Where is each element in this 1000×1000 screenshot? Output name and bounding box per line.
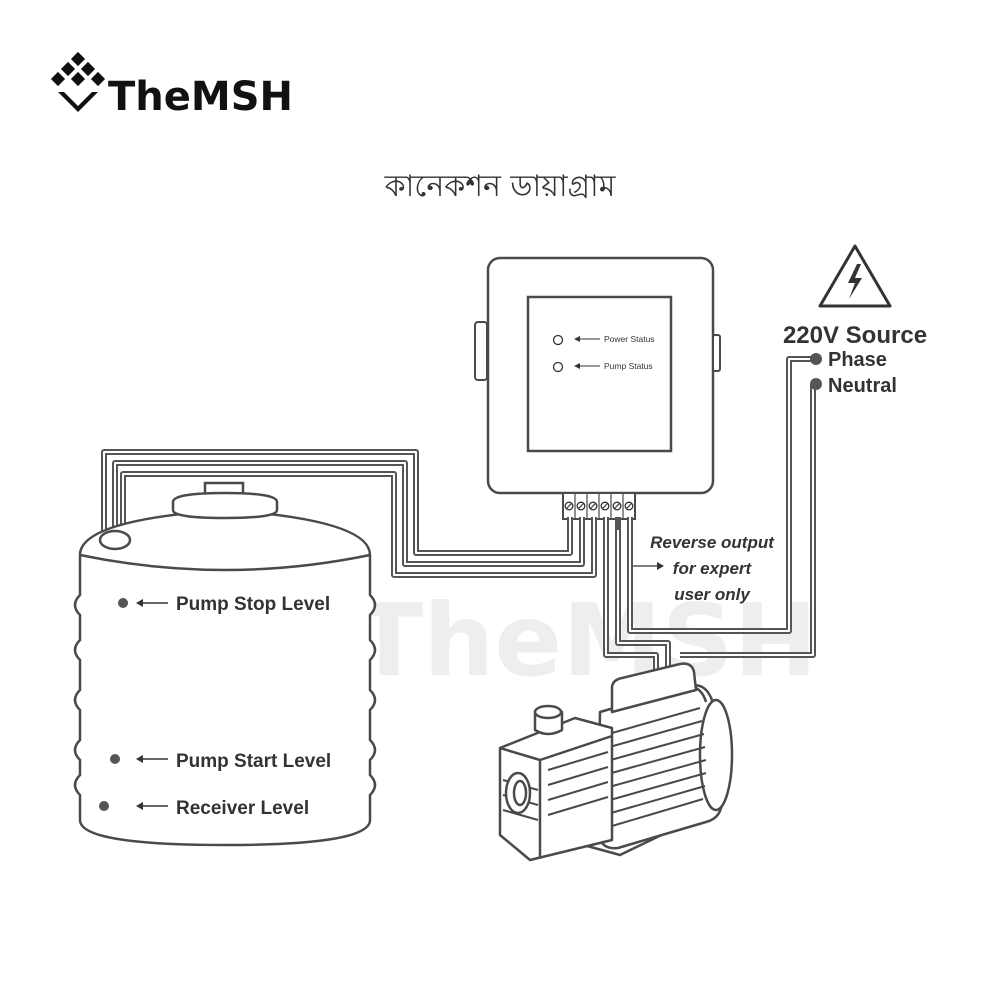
power-status-led <box>552 334 564 346</box>
pump-motor-end <box>698 698 734 812</box>
phase-label: Phase <box>828 349 887 371</box>
neutral-terminal <box>810 378 822 390</box>
level-label-receiver: Receiver Level <box>176 798 309 819</box>
brand-logo: TheMSH <box>50 51 293 120</box>
level-label-pump-start: Pump Start Level <box>176 751 331 772</box>
high-voltage-warning-icon <box>818 244 892 308</box>
tank-inlet <box>98 529 132 551</box>
sensor-pump-stop <box>118 598 128 608</box>
logo-diamond-icon <box>50 51 106 112</box>
reverse-output-line-2: for expert <box>673 559 753 578</box>
pump-motor-icon <box>498 662 734 862</box>
indicator-power-status: Power Status <box>552 334 655 346</box>
reverse-output-line-3: user only <box>674 585 751 604</box>
power-source: 220V Source Phase Neutral <box>783 244 927 397</box>
reverse-output-note: Reverse output for expert user only <box>650 533 775 604</box>
controller-right-switch <box>712 334 721 372</box>
controller-panel <box>526 295 673 453</box>
source-label: 220V Source <box>783 322 927 349</box>
tank-body <box>73 508 377 847</box>
diagram-title: কানেকশন ডায়াগ্রাম <box>384 169 617 204</box>
sensor-pump-start <box>110 754 120 764</box>
arrow-left-icon <box>136 599 143 607</box>
tank-levels: Pump Stop Level Pump Start Level Receive… <box>136 594 331 819</box>
terminal-block <box>562 492 636 520</box>
controller-box: Power Status Pump Status <box>474 256 721 520</box>
phase-terminal <box>810 353 822 365</box>
water-tank-icon <box>73 481 377 847</box>
arrow-left-icon <box>136 755 143 763</box>
pump-head <box>498 716 614 862</box>
pump-status-led <box>552 361 564 373</box>
pump-terminal-box <box>610 662 698 714</box>
indicator-pump-status: Pump Status <box>552 361 653 373</box>
arrow-right-icon <box>657 562 664 570</box>
brand-name: TheMSH <box>108 74 293 120</box>
controller-left-switch <box>474 321 488 381</box>
reverse-output-line-1: Reverse output <box>650 533 775 552</box>
watermark-text: TheMSH <box>355 582 817 699</box>
arrow-left-icon <box>574 363 580 369</box>
watermark: TheMSH <box>250 568 817 699</box>
neutral-label: Neutral <box>828 375 897 397</box>
power-status-label: Power Status <box>604 334 655 344</box>
pump-status-label: Pump Status <box>604 361 653 371</box>
sensor-receiver <box>99 801 109 811</box>
arrow-left-icon <box>136 802 143 810</box>
tank-lid <box>171 491 279 520</box>
arrow-left-icon <box>574 336 580 342</box>
level-label-pump-stop: Pump Stop Level <box>176 594 330 615</box>
